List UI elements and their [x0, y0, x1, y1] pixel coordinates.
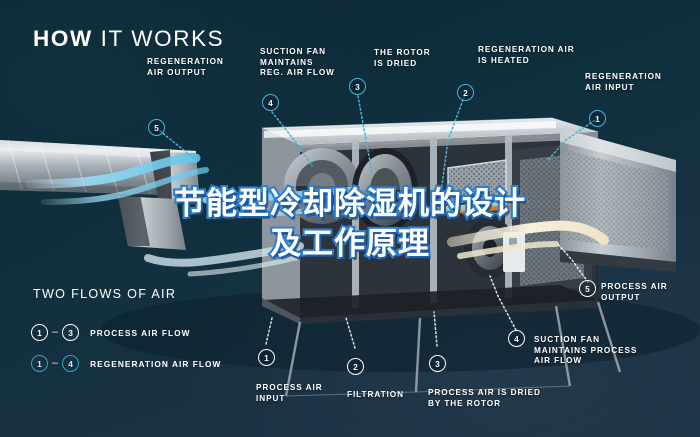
legend-marker-to-4-blue: 4	[62, 355, 80, 372]
callout-marker-regeneration-air-input[interactable]: 1	[589, 110, 606, 127]
legend-marker-to-3: 3	[62, 324, 80, 341]
title-light: IT WORKS	[92, 26, 225, 51]
callout-label-suction-fan-regeneration: SUCTION FAN MAINTAINS REG. AIR FLOW	[260, 47, 335, 78]
title-bold: HOW	[33, 26, 93, 51]
legend-title: TWO FLOWS OF AIR	[33, 287, 177, 301]
legend-row-regeneration-air-flow: 1 – 4 REGENERATION AIR FLOW	[31, 355, 221, 372]
callout-label-regeneration-air-heated: REGENERATION AIR IS HEATED	[478, 45, 575, 65]
callout-label-rotor-is-dried: THE ROTOR IS DRIED	[374, 48, 431, 68]
callout-label-regeneration-air-output: REGENERATION AIR OUTPUT	[147, 57, 224, 77]
page-title: HOW IT WORKS	[33, 26, 224, 52]
callout-label-suction-fan-process: SUCTION FAN MAINTAINS PROCESS AIR FLOW	[534, 335, 638, 366]
callout-marker-regeneration-air-output[interactable]: 5	[148, 119, 165, 136]
callout-marker-process-air-input[interactable]: 1	[258, 349, 275, 366]
machine-stand	[284, 301, 622, 397]
honeycomb-filter	[447, 159, 507, 205]
callout-label-process-air-output: PROCESS AIR OUTPUT	[601, 282, 668, 302]
overlay-line-2: 及工作原理	[268, 224, 431, 264]
legend-marker-from-1-blue: 1	[31, 355, 48, 372]
callout-label-filtration: FILTRATION	[347, 390, 404, 399]
callout-marker-suction-fan-process[interactable]: 4	[508, 330, 525, 347]
callout-marker-suction-fan-regeneration[interactable]: 4	[262, 94, 279, 111]
legend-dash: –	[52, 326, 59, 338]
callout-marker-process-air-output[interactable]: 5	[579, 280, 596, 297]
callout-marker-rotor-is-dried[interactable]: 3	[349, 78, 366, 95]
legend-row-process-air-flow: 1 – 3 PROCESS AIR FLOW	[31, 324, 191, 341]
chinese-overlay-headline: 节能型冷却除湿机的设计 及工作原理	[0, 184, 700, 264]
legend-label-process-air-flow: PROCESS AIR FLOW	[90, 327, 191, 338]
main-cabinet	[261, 117, 599, 324]
callout-marker-filtration[interactable]: 2	[347, 358, 364, 375]
callout-label-process-air-input: PROCESS AIR INPUT	[256, 383, 323, 403]
lower-left-duct	[118, 194, 186, 250]
legend-dash-blue: –	[52, 357, 59, 369]
airflow-ribbons	[25, 153, 609, 277]
process-air-outlet-box	[560, 128, 676, 272]
legend-marker-from-1: 1	[31, 324, 48, 341]
legend-label-regeneration-air-flow: REGENERATION AIR FLOW	[90, 358, 222, 369]
callout-marker-regeneration-air-heated[interactable]: 2	[457, 84, 474, 101]
overlay-line-1: 节能型冷却除湿机的设计	[172, 184, 527, 224]
callout-label-process-air-dried: PROCESS AIR IS DRIED BY THE ROTOR	[428, 388, 541, 408]
callout-label-regeneration-air-input: REGENERATION AIR INPUT	[585, 72, 662, 92]
callout-marker-process-air-dried[interactable]: 3	[429, 355, 446, 372]
